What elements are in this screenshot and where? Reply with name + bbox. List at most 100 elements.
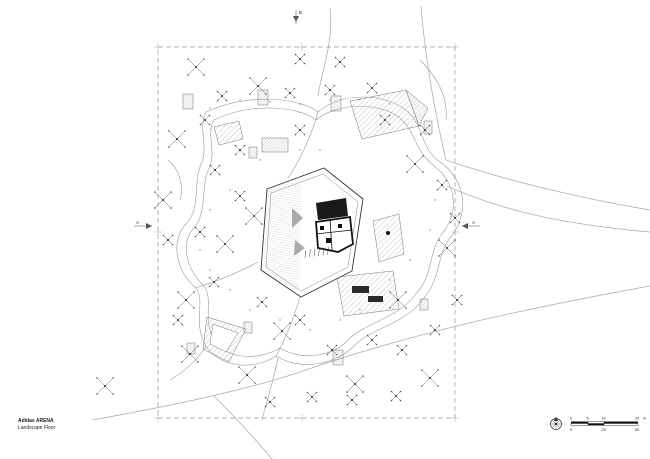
scale-label: 0 bbox=[570, 428, 572, 432]
tree-marker bbox=[209, 164, 221, 176]
scale-label: 50 bbox=[635, 428, 639, 432]
point-marker bbox=[389, 279, 391, 281]
tree-marker bbox=[194, 226, 206, 238]
building-stair bbox=[304, 246, 329, 259]
point-marker bbox=[309, 329, 311, 331]
point-marker bbox=[209, 209, 211, 211]
tree-marker bbox=[168, 130, 186, 148]
scale-bar: 0 5 10 20 m 0 25 50 bbox=[570, 417, 646, 433]
site-structure bbox=[330, 95, 342, 112]
tree-marker bbox=[379, 114, 391, 126]
section-letter-top: B bbox=[299, 10, 302, 15]
scale-label: 10 bbox=[602, 417, 606, 421]
tree-marker bbox=[238, 366, 256, 384]
tree-marker bbox=[334, 56, 346, 68]
dots-layer bbox=[199, 99, 436, 331]
point-marker bbox=[279, 319, 281, 321]
section-letter-left: A bbox=[136, 220, 139, 225]
tree-marker bbox=[234, 190, 246, 202]
tree-marker bbox=[234, 144, 246, 156]
tree-marker bbox=[172, 314, 184, 326]
building-striped-roof bbox=[263, 176, 302, 293]
point-marker bbox=[299, 149, 301, 151]
tree-marker bbox=[199, 114, 211, 126]
tree-marker bbox=[421, 369, 439, 387]
scale-label: 25 bbox=[602, 428, 606, 432]
point-marker bbox=[429, 229, 431, 231]
project-title: Adidas ARENA bbox=[18, 418, 54, 424]
site-boundary bbox=[154, 43, 459, 422]
tree-marker bbox=[429, 324, 441, 336]
tree-marker bbox=[449, 212, 461, 224]
scale-label: 5 bbox=[587, 417, 589, 421]
tree-marker bbox=[436, 179, 448, 191]
east-bed-dot bbox=[386, 231, 390, 235]
point-marker bbox=[249, 309, 251, 311]
site-structure bbox=[257, 89, 269, 106]
scale-label: 0 bbox=[570, 417, 572, 421]
tree-marker bbox=[396, 344, 408, 356]
boundary-corner-ticks bbox=[154, 43, 459, 422]
site-structure bbox=[423, 120, 433, 135]
tree-marker bbox=[326, 344, 338, 356]
site-structure bbox=[332, 349, 344, 366]
trees-layer bbox=[96, 53, 463, 408]
tree-marker bbox=[181, 345, 199, 363]
tree-marker bbox=[284, 87, 296, 99]
tree-marker bbox=[390, 390, 402, 402]
point-marker bbox=[269, 101, 271, 103]
tree-marker bbox=[294, 53, 306, 65]
tree-marker bbox=[273, 322, 291, 340]
point-marker bbox=[329, 99, 331, 101]
site-structure bbox=[419, 298, 429, 311]
site-structure bbox=[261, 137, 289, 153]
hatch-top-ramp-edge bbox=[405, 89, 429, 127]
tree-marker bbox=[366, 82, 378, 94]
point-marker bbox=[229, 289, 231, 291]
tree-marker bbox=[256, 296, 268, 308]
tree-marker bbox=[438, 239, 456, 257]
point-marker bbox=[359, 99, 361, 101]
scale-unit: m bbox=[643, 417, 646, 421]
tree-marker bbox=[294, 124, 306, 136]
sheet-title: Landscape Floor bbox=[18, 425, 56, 431]
point-marker bbox=[339, 319, 341, 321]
tree-marker bbox=[187, 58, 205, 76]
tree-marker bbox=[366, 334, 378, 346]
point-marker bbox=[389, 103, 391, 105]
title-block: Adidas ARENA Landscape Floor bbox=[18, 418, 56, 431]
tree-marker bbox=[294, 314, 306, 326]
point-marker bbox=[259, 159, 261, 161]
point-marker bbox=[319, 149, 321, 151]
scale-label: 20 bbox=[635, 417, 639, 421]
section-letter-right: A bbox=[472, 220, 475, 225]
tree-marker bbox=[264, 396, 276, 408]
tree-marker bbox=[154, 191, 172, 209]
tree-marker bbox=[306, 391, 318, 403]
tree-marker bbox=[177, 291, 195, 309]
tree-marker bbox=[346, 394, 358, 406]
site-structure bbox=[248, 146, 258, 159]
tree-marker bbox=[406, 155, 424, 173]
tree-marker bbox=[451, 294, 463, 306]
tree-marker bbox=[208, 276, 220, 288]
arena-building bbox=[260, 167, 364, 298]
section-markers: A A B bbox=[134, 10, 480, 229]
tree-marker bbox=[389, 291, 407, 309]
roof-skylight bbox=[294, 240, 305, 256]
point-marker bbox=[409, 259, 411, 261]
hatch-south-terrace bbox=[336, 270, 400, 317]
point-marker bbox=[299, 103, 301, 105]
tree-marker bbox=[249, 77, 267, 95]
context-lines bbox=[91, 5, 650, 459]
point-marker bbox=[239, 99, 241, 101]
point-marker bbox=[209, 269, 211, 271]
structures-layer bbox=[182, 89, 433, 366]
point-marker bbox=[359, 309, 361, 311]
tree-marker bbox=[216, 235, 234, 253]
point-marker bbox=[209, 107, 211, 109]
site-structure bbox=[182, 93, 194, 110]
tree-marker bbox=[245, 207, 263, 225]
